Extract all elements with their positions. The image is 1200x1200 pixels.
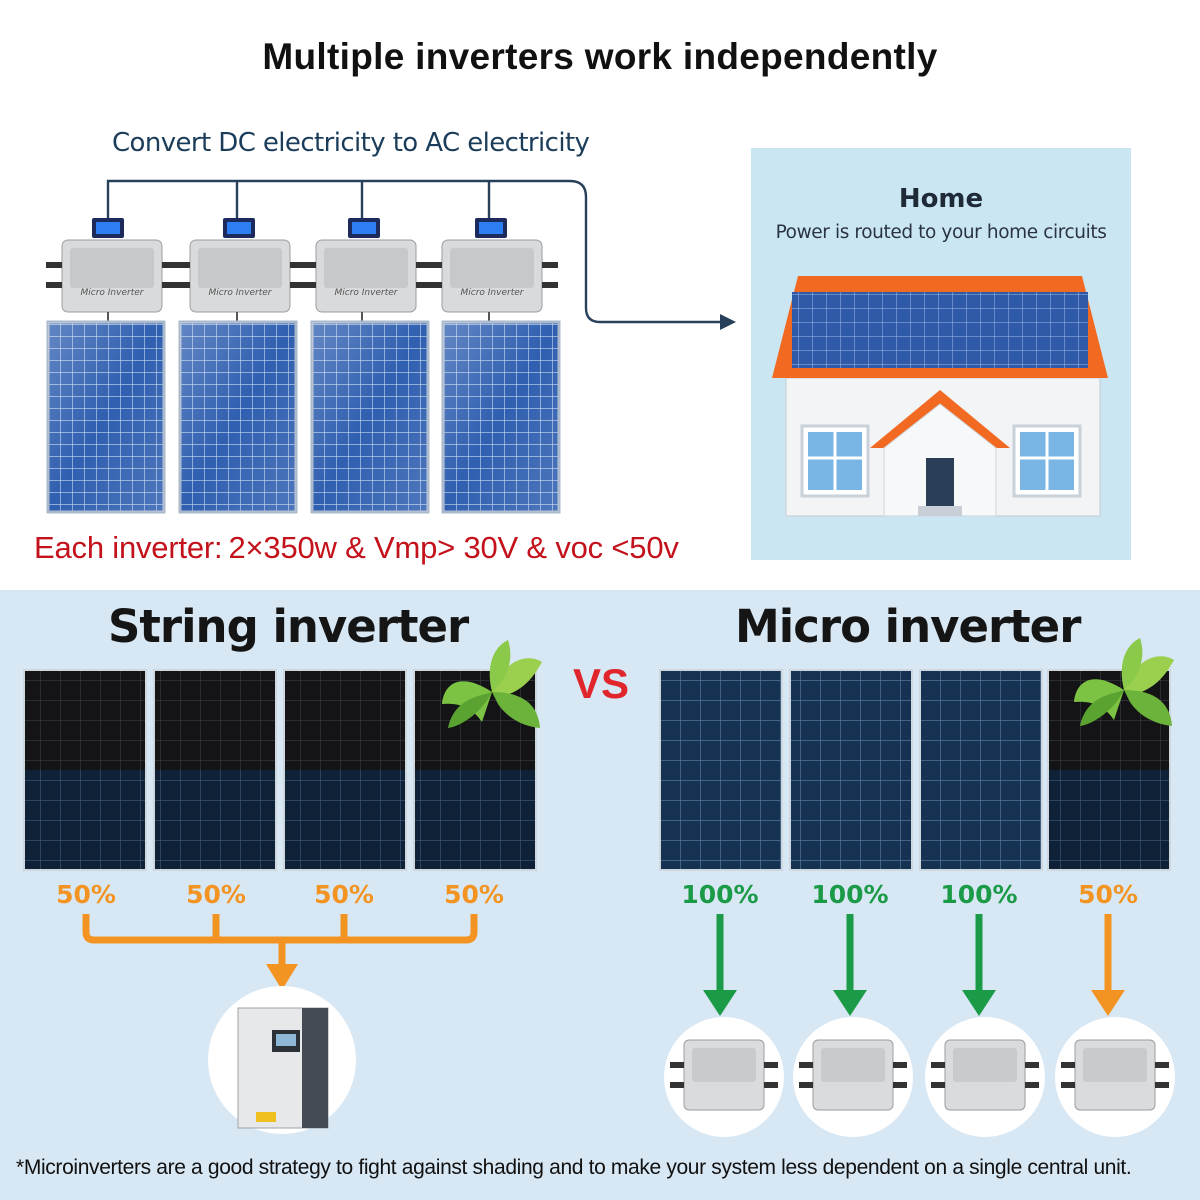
micro-panel-1: [659, 669, 783, 871]
micro-inverter-device-2: [793, 1017, 913, 1137]
micro-panel-3: [919, 669, 1043, 871]
device-label: Micro Inverter: [209, 288, 273, 298]
device-label: Micro Inverter: [335, 288, 399, 298]
down-arrow-icon: [833, 990, 867, 1016]
dc-bus-line: [106, 179, 720, 324]
string-inverter-title: String inverter: [108, 600, 469, 653]
micro-percent-1: 100%: [681, 880, 759, 909]
string-panel-2: [153, 669, 277, 871]
string-bracket: [82, 914, 478, 966]
leaf-icon: [442, 640, 542, 728]
inverter-unit-4: Micro Inverter: [426, 218, 561, 514]
micro-percent-2: 100%: [811, 880, 889, 909]
down-arrow-icon: [962, 990, 996, 1016]
micro-arrow-4: [1091, 914, 1125, 1016]
string-inverter-device: [208, 986, 356, 1134]
string-percent-3: 50%: [314, 880, 374, 909]
string-percent-2: 50%: [186, 880, 246, 909]
spec-prefix: Each inverter:: [34, 530, 223, 565]
string-percent-1: 50%: [56, 880, 116, 909]
inverter-unit-3: Micro Inverter: [300, 218, 432, 514]
inverter-unit-2: Micro Inverter: [174, 218, 306, 514]
micro-inverter-title: Micro inverter: [735, 600, 1081, 653]
micro-arrow-2: [833, 914, 867, 1016]
footnote: *Microinverters are a good strategy to f…: [16, 1156, 1132, 1179]
inverter-unit-1: Micro Inverter: [46, 218, 178, 514]
string-percent-4: 50%: [444, 880, 504, 909]
device-label: Micro Inverter: [81, 288, 145, 298]
house-illustration: [772, 276, 1108, 517]
leaf-icon: [1074, 638, 1174, 726]
convert-label: Convert DC electricity to AC electricity: [112, 128, 590, 158]
page-title: Multiple inverters work independently: [262, 36, 938, 77]
down-arrow-icon: [266, 964, 298, 990]
micro-arrow-1: [703, 914, 737, 1016]
arrow-right-icon: [720, 314, 736, 330]
down-arrow-icon: [703, 990, 737, 1016]
micro-inverter-device-3: [925, 1017, 1045, 1137]
micro-inverter-device-1: [664, 1017, 784, 1137]
spec-value: 2×350w & Vmp> 30V & voc <50v: [228, 530, 679, 565]
spec-label: Each inverter:2×350w & Vmp> 30V & voc <5…: [34, 530, 679, 566]
down-arrow-icon: [1091, 990, 1125, 1016]
top-illustration: Micro Inverter Micro Inverter Micro Inve…: [46, 179, 1108, 517]
vs-label: VS: [573, 660, 630, 707]
device-label: Micro Inverter: [461, 288, 525, 298]
string-panel-1: [23, 669, 147, 871]
micro-percent-3: 100%: [940, 880, 1018, 909]
micro-percent-4: 50%: [1078, 880, 1138, 909]
micro-panel-2: [789, 669, 913, 871]
micro-inverter-device-4: [1055, 1017, 1175, 1137]
home-subtitle: Power is routed to your home circuits: [775, 222, 1107, 243]
string-panel-3: [283, 669, 407, 871]
micro-arrow-3: [962, 914, 996, 1016]
home-title: Home: [898, 184, 984, 214]
